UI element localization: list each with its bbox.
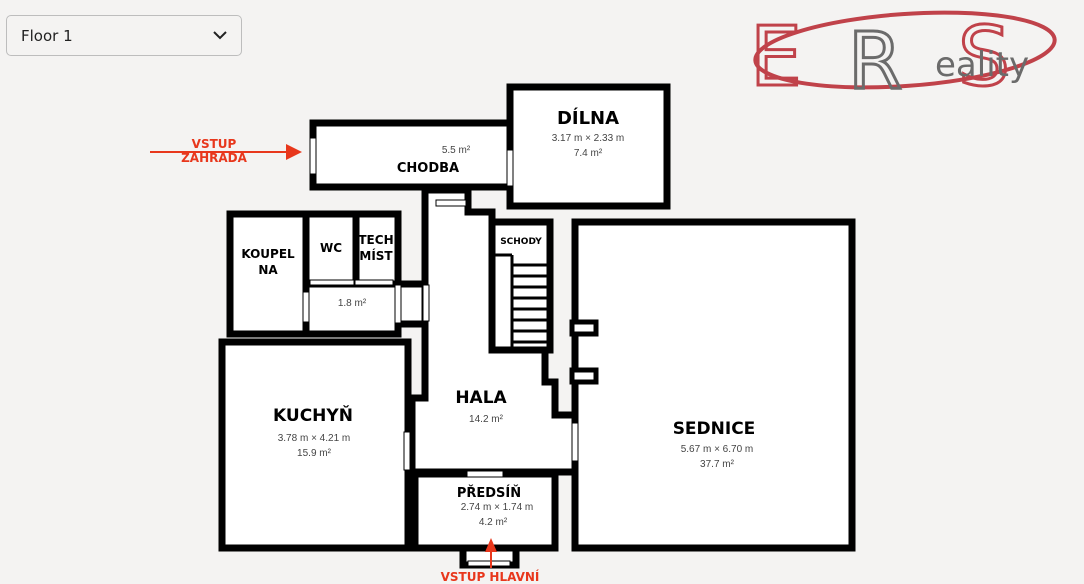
tech-name-2: MÍST: [359, 248, 393, 263]
wc-name: WC: [320, 241, 342, 255]
koupelna-name-1: KOUPEL: [241, 247, 295, 261]
dilna-name: DÍLNA: [557, 107, 619, 129]
koupelna-name-2: NA: [258, 263, 278, 277]
svg-text:E: E: [750, 10, 802, 105]
predsin-name: PŘEDSÍŇ: [457, 485, 521, 501]
svg-text:R: R: [848, 17, 902, 107]
tech-name-1: TECH: [358, 233, 393, 247]
arrow-up-icon: [485, 538, 497, 568]
doors: [302, 137, 579, 567]
room-passage: [302, 280, 402, 338]
passage-area: 1.8 m²: [338, 298, 367, 309]
chodba-name: CHODBA: [397, 161, 459, 176]
predsin-area: 4.2 m²: [479, 517, 508, 528]
garden-entry-label-2: ZAHRADA: [181, 151, 248, 165]
dilna-area: 7.4 m²: [574, 148, 603, 159]
floor-select-value: Floor 1: [21, 26, 73, 45]
hala-name: HALA: [455, 388, 507, 408]
chevron-down-icon: [213, 31, 227, 40]
dilna-dims: 3.17 m × 2.33 m: [552, 133, 625, 144]
room-kuchyn: [218, 338, 412, 552]
kuchyn-name: KUCHYŇ: [273, 404, 353, 426]
predsin-dims: 2.74 m × 1.74 m: [461, 502, 534, 513]
sednice-area: 37.7 m²: [700, 459, 735, 470]
svg-text:S: S: [958, 10, 1010, 105]
stairs: [492, 253, 550, 350]
kuchyn-area: 15.9 m²: [297, 448, 332, 459]
logo: E R S eality: [749, 9, 1057, 109]
chodba-area: 5.5 m²: [442, 145, 471, 156]
room-hala: [408, 186, 579, 476]
room-chodba: [309, 119, 514, 191]
room-dilna: [506, 83, 671, 210]
room-koupelna: [226, 210, 310, 338]
floor-select[interactable]: Floor 1: [6, 15, 242, 56]
kuchyn-dims: 3.78 m × 4.21 m: [278, 433, 351, 444]
schody-name: SCHODY: [500, 237, 542, 247]
garden-entry-label-1: VSTUP: [192, 137, 237, 151]
room-sednice: [571, 218, 856, 552]
logo-suffix: eality: [935, 45, 1029, 85]
sednice-dims: 5.67 m × 6.70 m: [681, 444, 754, 455]
room-side: [394, 280, 429, 328]
hala-area: 14.2 m²: [469, 414, 504, 425]
sednice-name: SEDNICE: [673, 419, 756, 439]
main-entry-label: VSTUP HLAVNÍ: [441, 569, 540, 584]
arrow-right-icon: [150, 144, 302, 160]
